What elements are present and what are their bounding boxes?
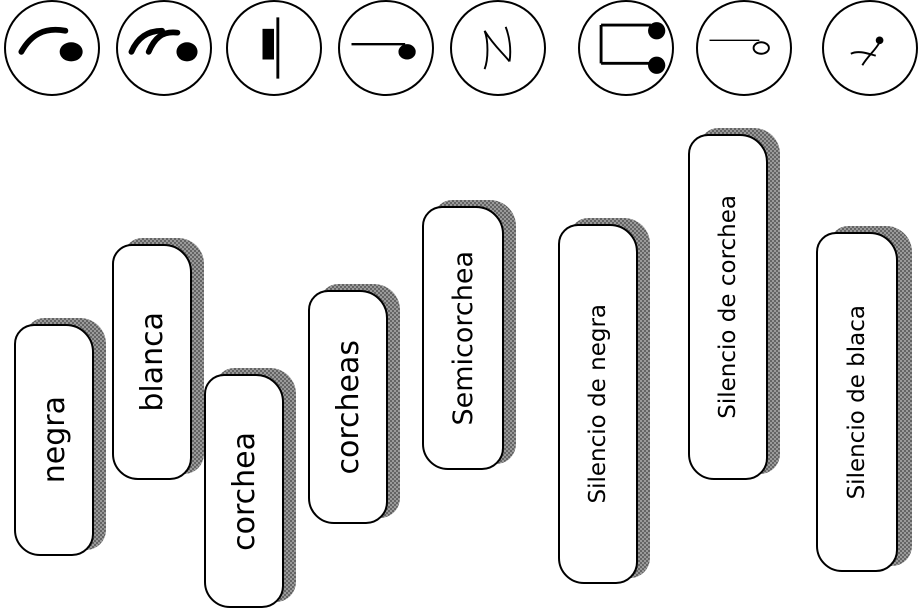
- card-corcheas-wrap[interactable]: corcheas: [308, 284, 400, 524]
- card-label: negra: [36, 396, 72, 484]
- card-label: Silencio de negra: [585, 304, 611, 504]
- card-blanca-wrap[interactable]: blanca: [112, 238, 204, 480]
- beamed-eighth-notes-icon[interactable]: [578, 0, 674, 96]
- card-label: Silencio de corchea: [715, 195, 741, 419]
- card-corcheas[interactable]: corcheas: [308, 290, 388, 524]
- quarter-note-icon[interactable]: [4, 0, 100, 96]
- half-note-open-icon[interactable]: [696, 0, 792, 96]
- quarter-rest-icon[interactable]: [226, 0, 322, 96]
- card-negra[interactable]: negra: [14, 324, 94, 556]
- card-silencio-blaca[interactable]: Silencio de blaca: [816, 232, 898, 572]
- card-corchea[interactable]: corchea: [204, 374, 284, 608]
- card-silencio-blaca-wrap[interactable]: Silencio de blaca: [816, 226, 912, 572]
- card-label: Silencio de blaca: [844, 304, 870, 500]
- card-label: corcheas: [330, 339, 366, 475]
- card-blanca[interactable]: blanca: [112, 244, 192, 480]
- card-label: Semicorchea: [447, 250, 479, 426]
- card-silencio-corchea[interactable]: Silencio de corchea: [688, 134, 768, 480]
- card-semicorchea-wrap[interactable]: Semicorchea: [422, 200, 516, 470]
- card-semicorchea[interactable]: Semicorchea: [422, 206, 504, 470]
- symbol-row: [0, 0, 918, 110]
- card-silencio-negra-wrap[interactable]: Silencio de negra: [558, 218, 650, 584]
- sixteenth-flag-icon[interactable]: [822, 0, 918, 96]
- card-silencio-negra[interactable]: Silencio de negra: [558, 224, 638, 584]
- eighth-rest-icon[interactable]: [450, 0, 546, 96]
- eighth-note-icon[interactable]: [338, 0, 434, 96]
- half-note-icon[interactable]: [116, 0, 212, 96]
- card-label: corchea: [226, 431, 262, 551]
- card-corchea-wrap[interactable]: corchea: [204, 368, 296, 608]
- card-silencio-corchea-wrap[interactable]: Silencio de corchea: [688, 128, 780, 480]
- card-label: blanca: [134, 312, 170, 412]
- card-negra-wrap[interactable]: negra: [14, 318, 106, 556]
